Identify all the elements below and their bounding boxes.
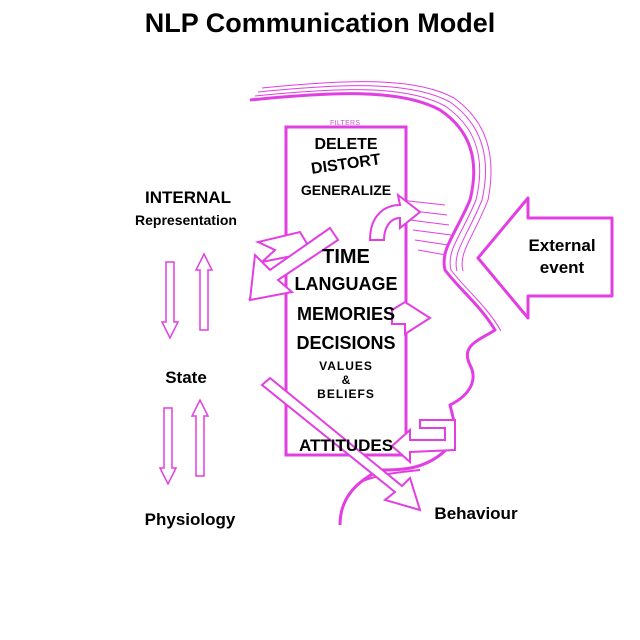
external-event-arrow xyxy=(476,196,614,320)
behaviour-label: Behaviour xyxy=(434,504,518,523)
filter-memories: MEMORIES xyxy=(296,304,395,324)
external-label: External xyxy=(528,236,596,255)
arrow-to-behaviour xyxy=(260,376,422,512)
filters-caption: FILTERS xyxy=(330,120,361,127)
filter-delete: DELETE xyxy=(314,136,378,153)
filter-generalize: GENERALIZE xyxy=(300,182,392,198)
arrow-to-internal-body xyxy=(248,226,340,302)
event-label: event xyxy=(539,258,585,277)
filter-attitudes: ATTITUDES xyxy=(298,436,394,455)
state-label: State xyxy=(165,368,207,387)
filter-beliefs: BELIEFS xyxy=(317,387,375,401)
filter-ampersand: & xyxy=(341,373,351,387)
page-title: NLP Communication Model xyxy=(144,8,496,38)
filter-decisions: DECISIONS xyxy=(296,333,396,353)
hook-arrow xyxy=(390,419,456,465)
head-hatching xyxy=(399,199,452,256)
filter-values: VALUES xyxy=(319,359,373,373)
internal-state-arrows xyxy=(160,252,214,340)
head-profile-outline xyxy=(249,81,502,526)
representation-label: Representation xyxy=(135,212,237,228)
curved-arrow-middle xyxy=(391,300,432,336)
internal-label: INTERNAL xyxy=(145,188,231,207)
curved-arrow-top xyxy=(368,192,422,241)
filter-language: LANGUAGE xyxy=(294,274,398,294)
state-physiology-arrows xyxy=(158,398,210,486)
filter-time: TIME xyxy=(322,246,370,268)
physiology-label: Physiology xyxy=(144,510,236,529)
